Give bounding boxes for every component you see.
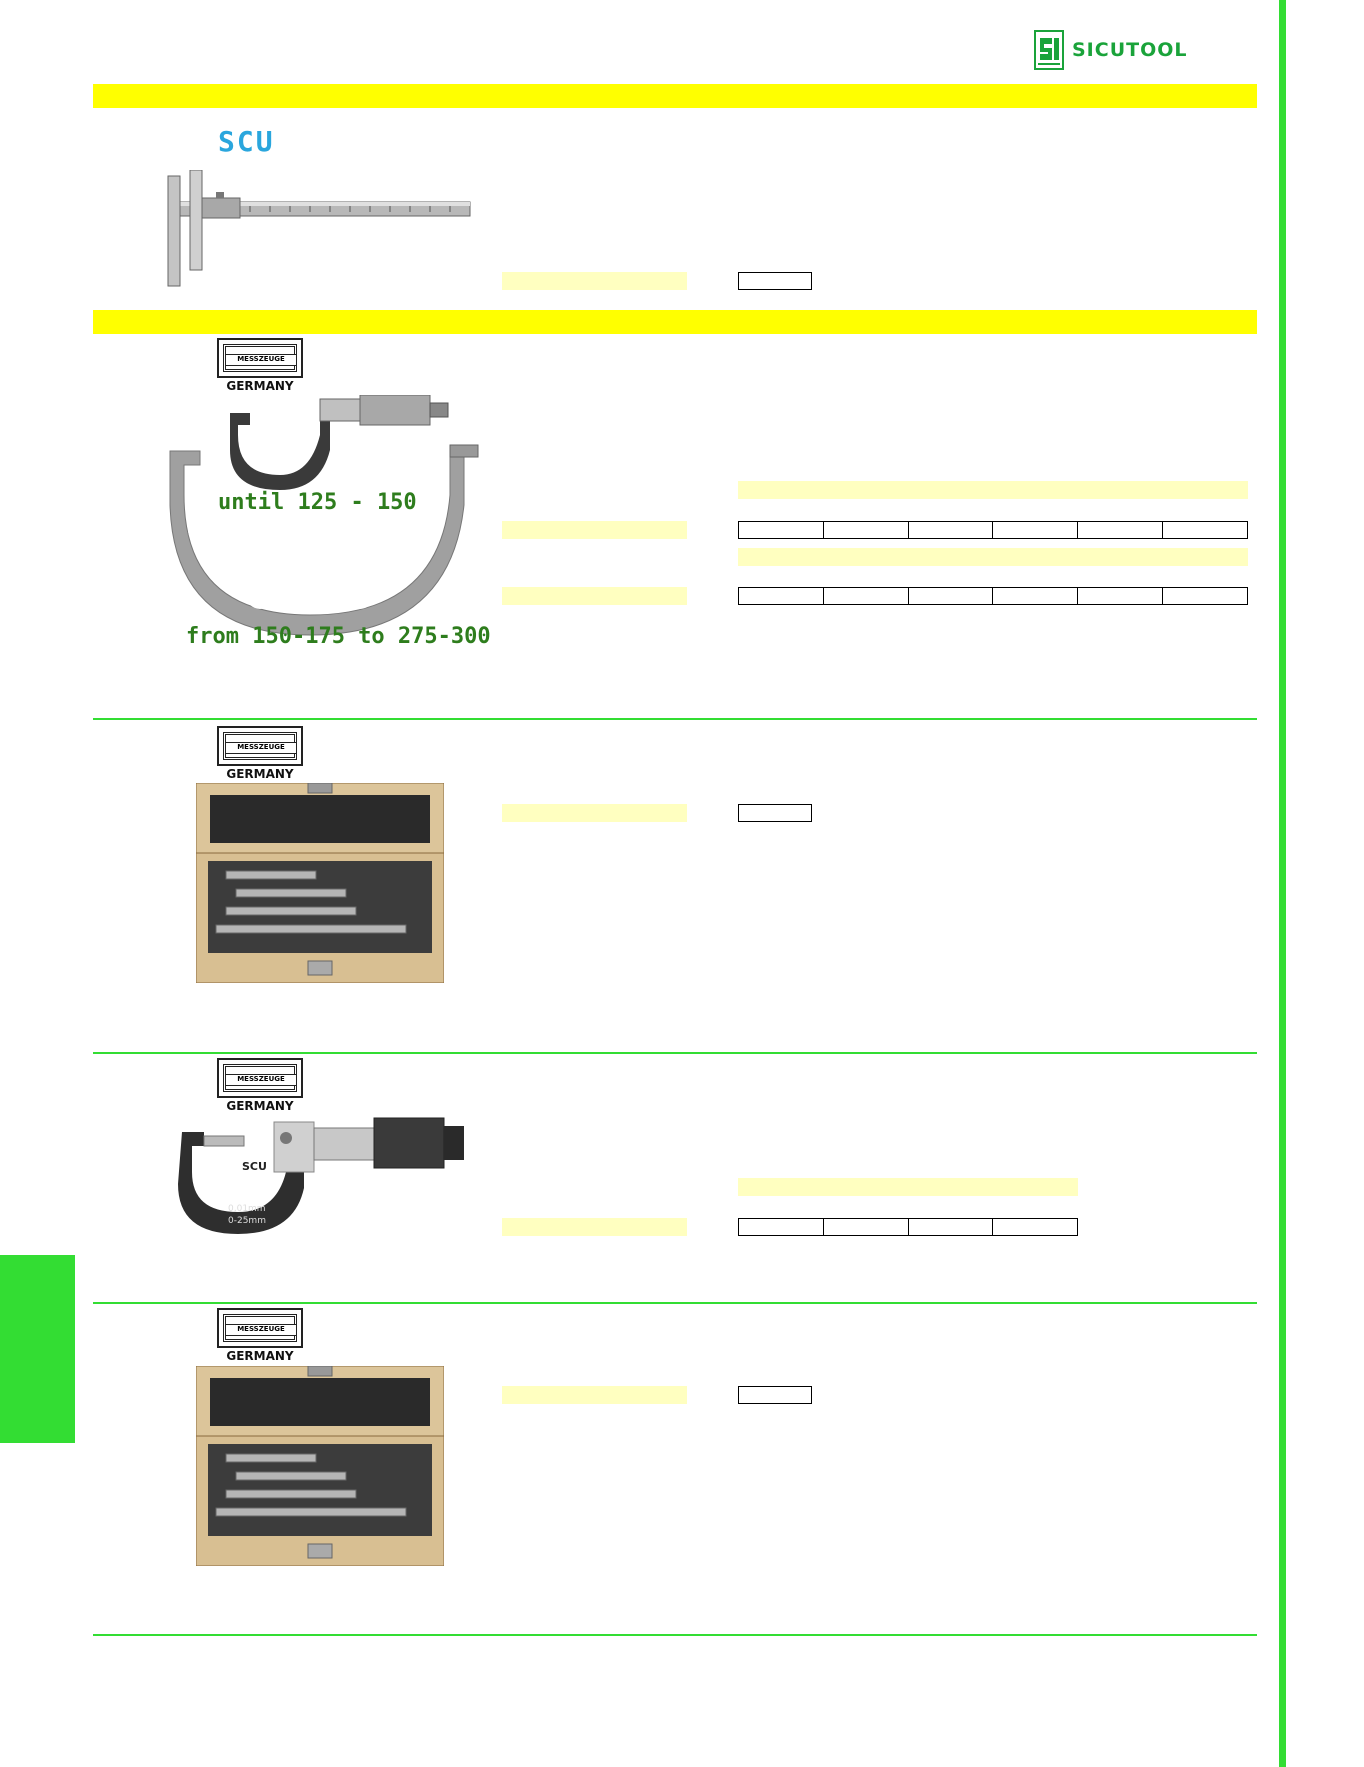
spec-label-field [502,587,687,605]
spec-table-header [738,481,1248,499]
brand-name: SICUTOOL [1072,39,1188,61]
spec-value-box [738,1386,812,1404]
sicutool-logo: SICUTOOL [1034,30,1188,70]
micrometer-set-image [195,782,445,984]
product-resolution-marking: 0,01mm [228,1204,266,1214]
product-range-marking: 0-25mm [228,1216,266,1226]
section-header-bar [93,310,1257,334]
range-caption-lower: from 150-175 to 275-300 [186,624,491,649]
spec-table-row [738,587,1248,605]
section-divider [93,1634,1257,1636]
section-divider [93,718,1257,720]
spec-label-field [502,1218,687,1236]
brand-country: GERMANY [226,1099,294,1113]
micrometer-image [160,394,480,645]
spec-table-row [738,1218,1078,1236]
brand-country: GERMANY [226,1349,294,1363]
brand-logo-mib: MESSZEUGE GERMANY [215,1058,305,1113]
spec-label-field [502,804,687,822]
micrometer-image [178,1112,468,1238]
spec-label-field [502,1386,687,1404]
spec-label-field [502,521,687,539]
spec-table-header [738,548,1248,566]
brand-logo-mib: MESSZEUGE GERMANY [215,1308,305,1363]
section-header-bar [93,84,1257,108]
brand-logo-mib: MESSZEUGE GERMANY [215,726,305,781]
micrometer-set-image [195,1365,445,1567]
spec-label-field [502,272,687,290]
mib-logo-icon: MESSZEUGE [217,1058,303,1098]
spec-table-header [738,1178,1078,1196]
spec-value-box [738,804,812,822]
section-divider [93,1052,1257,1054]
section-divider [93,1302,1257,1304]
spec-value-box [738,272,812,290]
right-edge-stripe [1279,0,1286,1767]
chapter-tab [0,1255,75,1443]
brand-logo-mib: MESSZEUGE GERMANY [215,338,305,393]
range-caption-upper: until 125 - 150 [218,490,417,515]
mib-logo-icon: MESSZEUGE [217,1308,303,1348]
brand-logo-scu: SCU [218,125,275,158]
mib-logo-icon: MESSZEUGE [217,726,303,766]
caliper-image [160,169,480,290]
brand-country: GERMANY [226,767,294,781]
mib-logo-icon: MESSZEUGE [217,338,303,378]
product-brand-marking: SCU [242,1160,267,1173]
spec-table-row [738,521,1248,539]
brand-country: GERMANY [226,379,294,393]
sicutool-logo-icon [1034,30,1064,70]
